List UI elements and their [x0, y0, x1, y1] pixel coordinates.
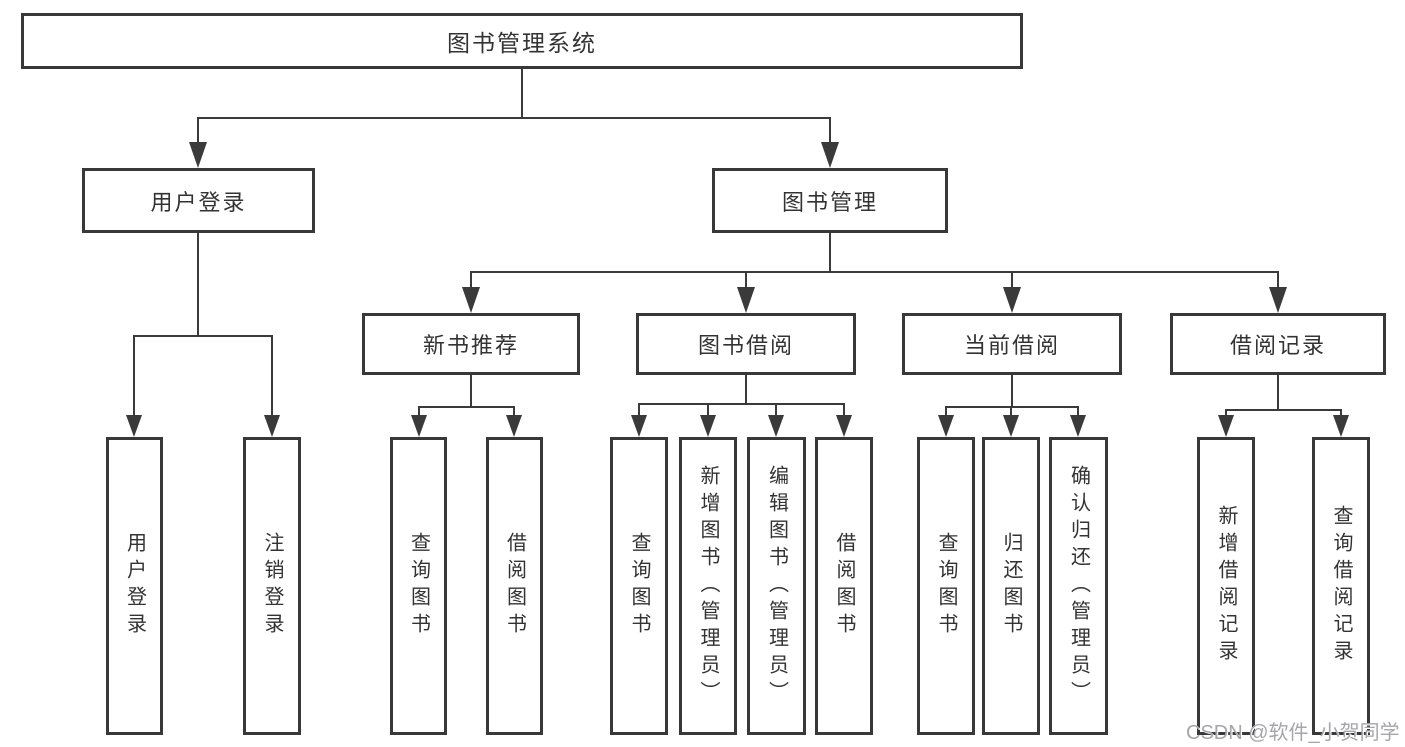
- connector-line: [745, 271, 747, 289]
- arrowhead-down-icon: [1269, 287, 1287, 313]
- leaf-borrow-books-recommend: 借阅图书: [486, 437, 543, 735]
- node-label: 查询图书: [628, 532, 650, 640]
- leaf-query-books-borrowing: 查询图书: [610, 437, 668, 735]
- node-label: 新书推荐: [422, 333, 519, 358]
- connector-line: [197, 233, 199, 337]
- arrowhead-down-icon: [462, 287, 480, 313]
- node-label: 注销登录: [261, 532, 283, 640]
- arrowhead-down-icon: [506, 415, 522, 437]
- node-book-borrowing: 图书借阅: [636, 313, 856, 375]
- connector-line: [470, 271, 1279, 273]
- leaf-user-login: 用户登录: [106, 437, 163, 735]
- connector-line: [133, 335, 135, 415]
- connector-line: [1277, 375, 1279, 411]
- node-label: 借阅图书: [503, 532, 526, 640]
- arrowhead-down-icon: [1003, 415, 1019, 437]
- node-label: 查询图书: [935, 532, 957, 640]
- connector-line: [638, 403, 845, 405]
- connector-line: [707, 403, 709, 417]
- connector-line: [638, 403, 640, 417]
- connector-line: [843, 403, 845, 417]
- arrowhead-down-icon: [1003, 287, 1021, 313]
- connector-line: [418, 406, 515, 408]
- leaf-query-borrow-record: 查询借阅记录: [1312, 437, 1370, 735]
- node-label: 归还图书: [1000, 532, 1022, 640]
- node-label: 借阅记录: [1229, 333, 1326, 358]
- node-label: 新增借阅记录: [1215, 505, 1237, 667]
- connector-line: [470, 271, 472, 289]
- node-label: 编辑图书（管理员）: [765, 464, 788, 708]
- connector-line: [1010, 406, 1012, 417]
- connector-line: [829, 117, 831, 145]
- node-label: 新增图书（管理员）: [697, 464, 719, 708]
- connector-line: [1277, 271, 1279, 289]
- arrowhead-down-icon: [1333, 415, 1349, 437]
- connector-line: [945, 406, 947, 417]
- node-label: 图书管理: [781, 189, 878, 215]
- arrowhead-down-icon: [631, 415, 647, 437]
- arrowhead-down-icon: [821, 142, 839, 168]
- arrowhead-down-icon: [737, 287, 755, 313]
- connector-line: [775, 403, 777, 417]
- connector-line: [1011, 271, 1013, 289]
- node-label: 图书管理系统: [447, 30, 597, 56]
- connector-line: [1077, 406, 1079, 417]
- leaf-add-books-admin: 新增图书（管理员）: [679, 437, 737, 735]
- watermark-text: CSDN @软件_小贺同学: [1186, 722, 1400, 744]
- connector-line: [271, 335, 273, 415]
- node-new-book-recommend: 新书推荐: [362, 313, 580, 375]
- node-label: 图书借阅: [697, 333, 794, 358]
- node-user-login-branch: 用户登录: [82, 168, 315, 233]
- connector-line: [521, 69, 523, 118]
- arrowhead-down-icon: [700, 415, 716, 437]
- arrowhead-down-icon: [836, 415, 852, 437]
- node-label: 借阅图书: [833, 532, 855, 640]
- node-borrow-records: 借阅记录: [1170, 313, 1386, 375]
- leaf-add-borrow-record: 新增借阅记录: [1197, 437, 1255, 735]
- connector-line: [945, 406, 1079, 408]
- node-label: 确认归还（管理员）: [1067, 464, 1090, 708]
- arrowhead-down-icon: [768, 415, 784, 437]
- arrowhead-down-icon: [1070, 415, 1086, 437]
- arrowhead-down-icon: [189, 142, 207, 168]
- arrowhead-down-icon: [411, 415, 427, 437]
- node-label: 查询图书: [407, 532, 430, 640]
- node-current-borrowing: 当前借阅: [902, 313, 1122, 375]
- leaf-query-books-current: 查询图书: [917, 437, 975, 735]
- connector-line: [197, 117, 831, 119]
- leaf-confirm-return-admin: 确认归还（管理员）: [1049, 437, 1108, 735]
- connector-line: [418, 406, 420, 417]
- connector-line: [1011, 375, 1013, 408]
- leaf-return-books: 归还图书: [982, 437, 1040, 735]
- arrowhead-down-icon: [126, 415, 142, 437]
- connector-line: [1340, 409, 1342, 417]
- node-label: 用户登录: [150, 189, 247, 215]
- node-label: 查询借阅记录: [1330, 505, 1352, 667]
- connector-line: [513, 406, 515, 417]
- arrowhead-down-icon: [938, 415, 954, 437]
- node-label: 当前借阅: [963, 333, 1060, 358]
- connector-line: [1225, 409, 1227, 417]
- leaf-logout: 注销登录: [243, 437, 301, 735]
- leaf-edit-books-admin: 编辑图书（管理员）: [747, 437, 806, 735]
- node-library-system: 图书管理系统: [21, 13, 1023, 69]
- connector-line: [745, 375, 747, 405]
- node-label: 用户登录: [123, 532, 146, 640]
- connector-line: [133, 335, 273, 337]
- node-book-management: 图书管理: [712, 168, 948, 233]
- connector-line: [197, 117, 199, 145]
- connector-line: [829, 233, 831, 273]
- connector-line: [1225, 409, 1342, 411]
- leaf-query-books-recommend: 查询图书: [390, 437, 447, 735]
- connector-line: [470, 375, 472, 408]
- arrowhead-down-icon: [264, 415, 280, 437]
- leaf-borrow-books: 借阅图书: [815, 437, 873, 735]
- arrowhead-down-icon: [1218, 415, 1234, 437]
